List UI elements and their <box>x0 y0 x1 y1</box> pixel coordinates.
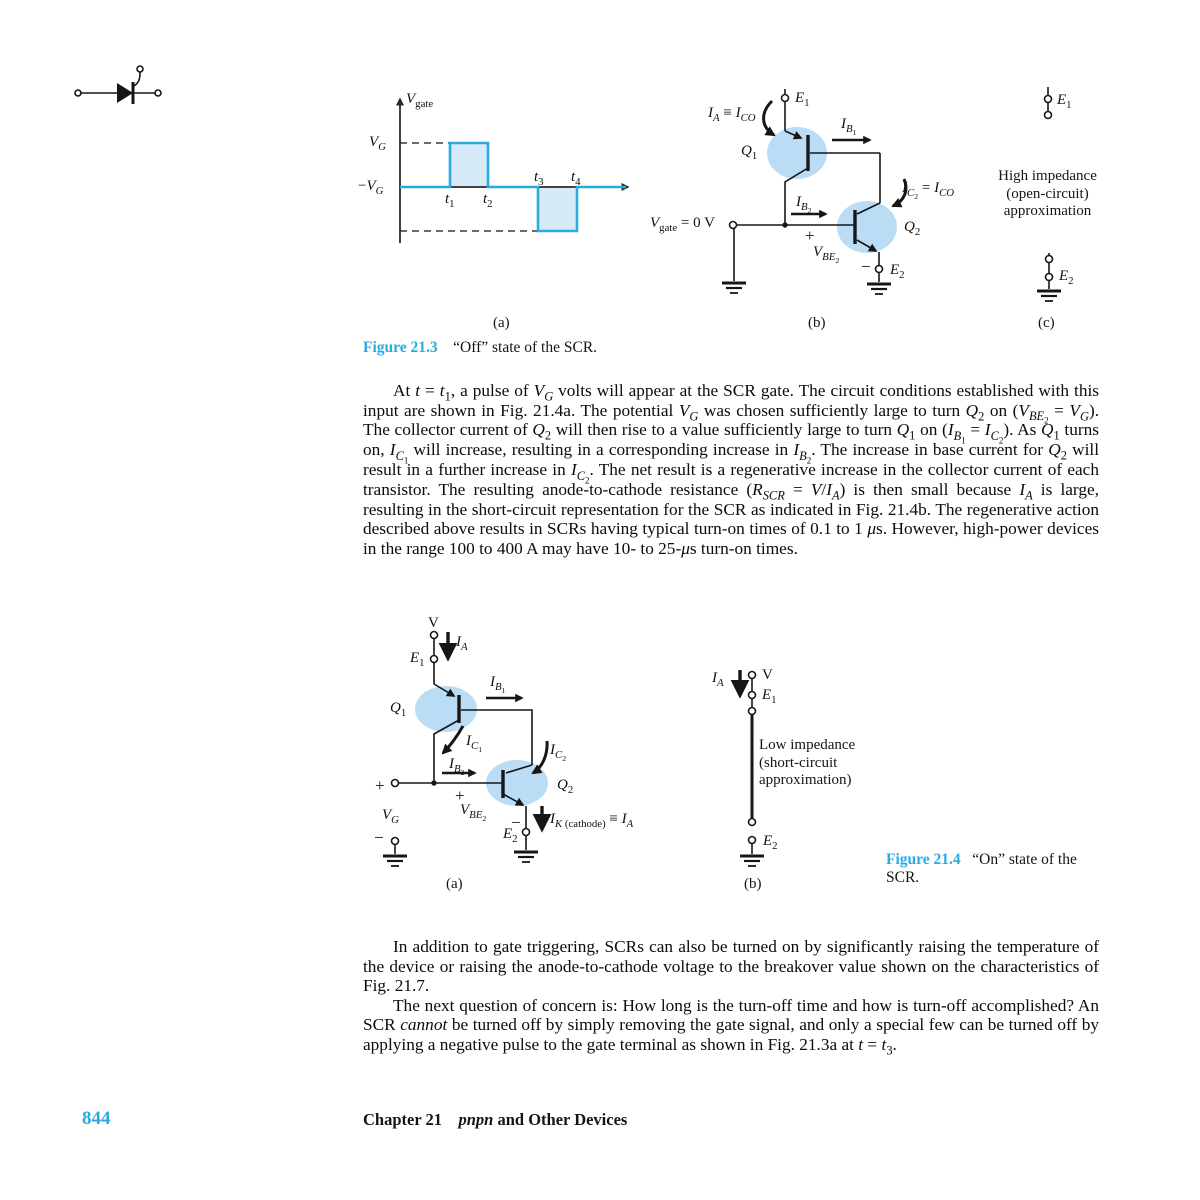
terminal-e1-label: E1 <box>795 90 810 109</box>
waveform-t2-label: t2 <box>483 191 493 210</box>
minus-sign: − <box>861 257 871 276</box>
page-number: 844 <box>82 1108 111 1129</box>
current-ib2-label: IB2 <box>449 756 465 778</box>
approx-e1-label: E1 <box>1057 92 1072 111</box>
paragraph: The next question of concern is: How lon… <box>363 995 1100 1057</box>
current-ia-ico-label: IA ≡ ICO <box>708 105 756 124</box>
fig213-sub-a: (a) <box>493 315 510 331</box>
figure-21-4-graphics <box>383 630 764 867</box>
gate-voltage-source-label: Vgate = 0 V <box>650 215 715 234</box>
voltage-vbe2-label: VBE2 <box>460 802 487 824</box>
supply-v-label: V <box>428 615 439 631</box>
waveform-t1-label: t1 <box>445 191 455 210</box>
waveform-t4-label: t4 <box>571 169 581 188</box>
body-paragraphs-2-3: In addition to gate triggering, SCRs can… <box>363 937 1100 1057</box>
short-circuit-approximation <box>730 670 764 867</box>
open-circuit-approximation <box>1037 87 1061 302</box>
current-ib1-label: IB1 <box>490 674 506 696</box>
figure-21-4-caption-label: Figure 21.4 <box>886 851 961 868</box>
fig213-sub-c: (c) <box>1038 315 1055 331</box>
footer-chapter-label: Chapter 21 <box>363 1110 442 1129</box>
ground-symbol <box>867 282 891 295</box>
current-ia-label: IA <box>456 634 468 653</box>
waveform-t3-label: t3 <box>534 169 544 188</box>
plus-sign: + <box>375 776 385 795</box>
minus-sign: − <box>511 813 521 832</box>
two-transistor-circuit-off <box>722 89 908 295</box>
figure-21-4-caption-text: “On” state of the SCR. <box>886 851 1077 886</box>
approx-e2-label: E2 <box>763 833 778 852</box>
plus-sign: + <box>455 786 465 805</box>
body-paragraph-1: At t = t1, a pulse of VG volts will appe… <box>363 381 1099 558</box>
approx-ia-label: IA <box>712 670 724 689</box>
current-ic1-label: IC1 <box>466 733 483 755</box>
high-impedance-note: High impedance (open-circuit) approximat… <box>998 168 1097 219</box>
figure-21-3-caption: Figure 21.3 “Off” state of the SCR. <box>363 339 597 357</box>
terminal-e1-label: E1 <box>410 650 425 669</box>
low-impedance-note: Low impedance (short-circuit approximati… <box>759 737 856 788</box>
transistor-q2-label: Q2 <box>904 219 921 238</box>
current-ik-label: IK (cathode) ≡ IA <box>550 811 634 830</box>
figure-21-3-caption-text: “Off” state of the SCR. <box>453 339 598 356</box>
paragraph: At t = t1, a pulse of VG volts will appe… <box>363 381 1100 558</box>
terminal-e2-label: E2 <box>503 826 518 845</box>
waveform-vg-label: VG <box>369 134 386 153</box>
approx-v-label: V <box>762 667 773 683</box>
gate-voltage-waveform <box>395 97 630 243</box>
running-footer: Chapter 21 pnpn and Other Devices <box>363 1110 627 1130</box>
footer-chapter-title: pnpn and Other Devices <box>458 1110 628 1129</box>
figure-21-4-caption: Figure 21.4 “On” state of the SCR. <box>886 851 1082 887</box>
ground-symbol <box>383 854 407 867</box>
ground-symbol <box>514 850 538 863</box>
waveform-neg-vg-label: −VG <box>358 178 384 197</box>
minus-sign: − <box>374 828 384 847</box>
fig214-sub-b: (b) <box>744 876 762 892</box>
current-ic2-label: IC2 <box>550 742 567 764</box>
source-vg-label: VG <box>382 807 399 826</box>
ground-symbol <box>722 281 746 294</box>
ground-symbol <box>740 854 764 867</box>
fig213-sub-b: (b) <box>808 315 826 331</box>
two-transistor-circuit-on <box>383 630 552 867</box>
figure-21-3-caption-label: Figure 21.3 <box>363 339 438 356</box>
transistor-q1-label: Q1 <box>390 700 407 719</box>
voltage-vbe2-label: VBE2 <box>813 244 840 266</box>
terminal-e2-label: E2 <box>890 262 905 281</box>
figure-21-3-graphics <box>395 87 1061 302</box>
waveform-y-axis-label: Vgate <box>406 91 434 110</box>
approx-e2-label: E2 <box>1059 268 1074 287</box>
transistor-q1-label: Q1 <box>741 143 758 162</box>
current-ic2-ico-label: IC2 = ICO <box>902 180 955 202</box>
paragraph: In addition to gate triggering, SCRs can… <box>363 937 1099 995</box>
ground-symbol <box>1037 289 1061 302</box>
transistor-q2-label: Q2 <box>557 777 574 796</box>
current-ib2-label: IB2 <box>796 194 812 216</box>
fig214-sub-a: (a) <box>446 876 463 892</box>
scr-thyristor-symbol-icon <box>74 65 162 104</box>
current-ib1-label: IB1 <box>841 116 857 138</box>
plus-sign: + <box>805 226 815 245</box>
approx-e1-label: E1 <box>762 687 777 706</box>
